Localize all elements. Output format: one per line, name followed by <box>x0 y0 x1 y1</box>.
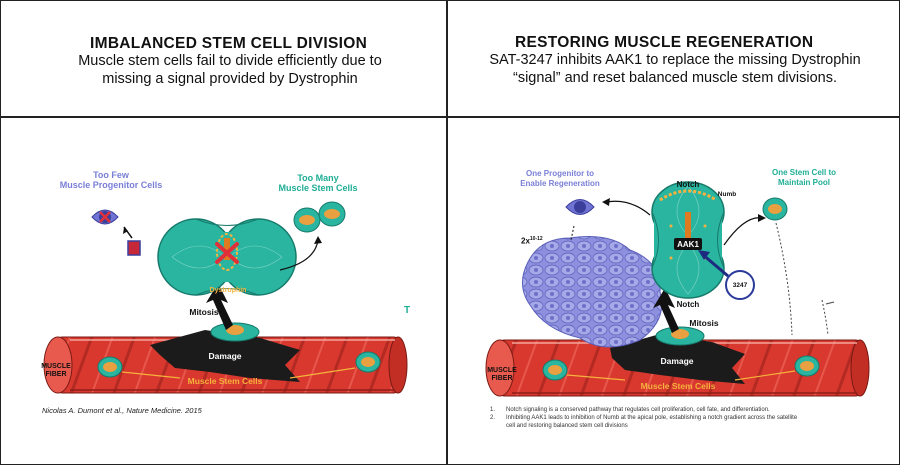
left-blocked-progenitor <box>127 240 141 256</box>
right-title: RESTORING MUSCLE REGENERATION <box>515 34 814 51</box>
left-too-many-stem-cells <box>293 201 346 233</box>
left-subtitle: Muscle stem cells fail to divide efficie… <box>40 52 420 88</box>
left-damage-area <box>150 330 300 382</box>
left-title: IMBALANCED STEM CELL DIVISION <box>90 35 368 52</box>
footnote-2: 2. Inhibiting AAK1 leads to inhibition o… <box>490 415 798 429</box>
left-dividing-cell <box>157 218 297 296</box>
left-stem-cells-label: Muscle Stem Cells <box>187 376 263 386</box>
right-stem-pool-label: One Stem Cell to Maintain Pool <box>771 168 836 187</box>
right-drug-label: 3247 <box>732 282 748 289</box>
right-drug-arrow <box>701 252 729 278</box>
left-dystrophin-label: Dystrophin <box>209 287 247 294</box>
right-drug-molecule <box>725 270 755 300</box>
right-arrow-to-progenitor <box>605 200 651 216</box>
right-dividing-cell <box>651 181 725 299</box>
left-stem-cell-on-fiber <box>97 351 381 378</box>
right-footnotes: 1.Notch signaling is a conserved pathway… <box>490 406 890 430</box>
right-damage-area <box>610 334 745 384</box>
left-too-few-label: Too Few Muscle Progenitor Cells <box>59 170 163 190</box>
right-numb-label: Numb <box>717 191 737 198</box>
left-subtitle-line1: Muscle stem cells fail to divide efficie… <box>78 53 382 69</box>
right-progenitor-label: One Progenitor to Enable Regeneration <box>520 169 600 188</box>
footnote-1: 1.Notch signaling is a conserved pathway… <box>490 407 770 413</box>
right-muscle-fiber-label: MUSCLE FIBER <box>487 367 517 382</box>
left-diagram: T <box>43 201 410 394</box>
left-yellow-arrows <box>121 367 356 379</box>
right-stem-cell-on-fiber <box>542 355 820 381</box>
left-progenitor-cell <box>91 209 119 225</box>
right-mitosis-arrow <box>653 288 679 333</box>
right-subtitle-line1: SAT-3247 inhibits AAK1 to replace the mi… <box>489 52 861 68</box>
left-subtitle-line2: missing a signal provided by Dystrophin <box>102 71 358 87</box>
right-yellow-arrows <box>566 370 796 381</box>
right-damage-label: Damage <box>660 356 694 366</box>
right-progenitor-mass <box>522 236 663 348</box>
right-notch-top-label: Notch <box>676 180 700 189</box>
panel-divider-horizontal <box>0 116 900 118</box>
left-damage-label: Damage <box>208 351 242 361</box>
left-muscle-fiber-label: MUSCLE FIBER <box>41 363 71 378</box>
right-stem-cells-label: Muscle Stem Cells <box>640 381 716 391</box>
left-citation: Nicolas A. Dumont et al., Nature Medicin… <box>42 406 202 415</box>
right-pool-stem-cell <box>762 197 788 221</box>
right-aak1-label: AAK1 <box>677 240 699 249</box>
left-mitosis-arrow <box>206 283 233 330</box>
right-progenitor-cell <box>565 199 595 215</box>
left-blocked-signal-x <box>215 242 239 264</box>
right-mitosis-label: Mitosis <box>689 318 719 328</box>
right-multiplier-label: 2x10-12 <box>521 236 543 246</box>
right-subtitle: SAT-3247 inhibits AAK1 to replace the mi… <box>452 51 898 87</box>
left-mitosis-label: Mitosis <box>189 307 219 317</box>
left-too-many-label: Too Many Muscle Stem Cells <box>278 173 358 193</box>
right-diagram <box>485 181 870 397</box>
right-subtitle-line2: “signal” and reset balanced muscle stem … <box>513 70 837 86</box>
panel-divider-vertical <box>446 0 448 465</box>
right-notch-bottom-label: Notch <box>676 300 700 309</box>
right-arrow-to-pool <box>723 217 763 246</box>
svg-text:T: T <box>404 305 410 316</box>
